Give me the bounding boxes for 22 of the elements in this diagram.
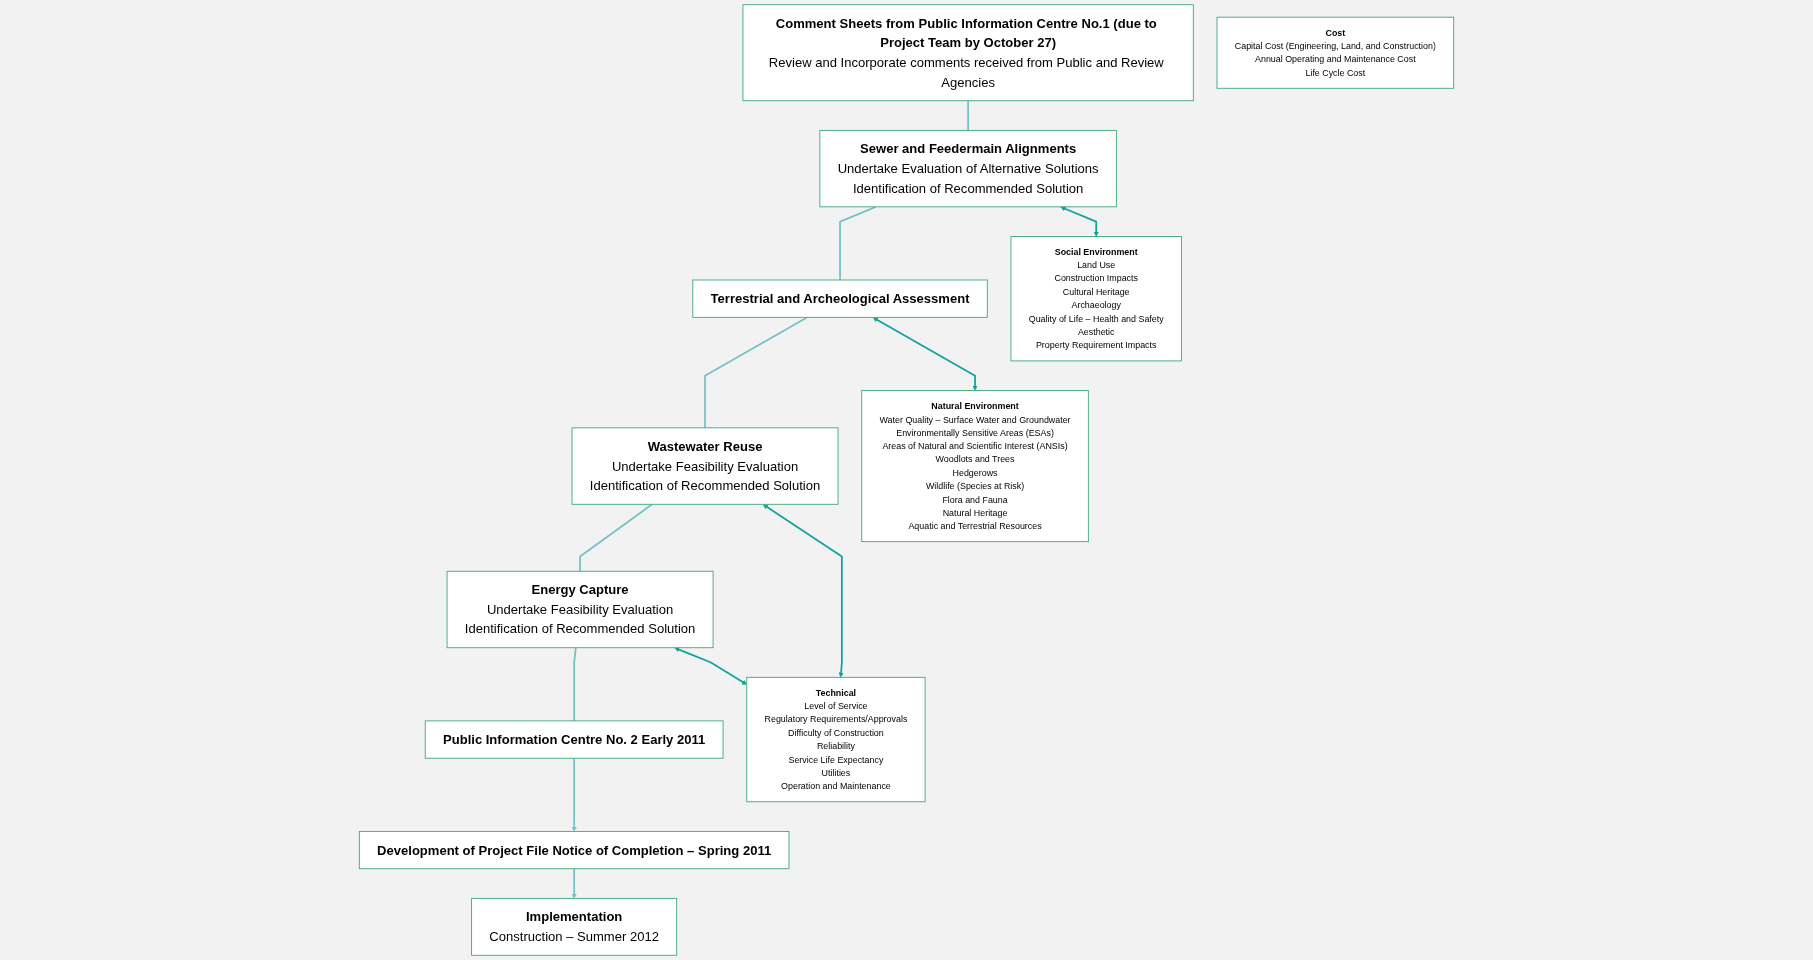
node-box: Energy Capture Undertake Feasibility Evaluation Identification of Recommended Solution	[446, 570, 714, 649]
arrow	[674, 647, 747, 685]
connector	[704, 316, 809, 429]
connector	[967, 99, 969, 132]
node-box: Comment Sheets from Public Information Centre No.1 (due to Project Team by October 27) Review and Incorporate comments received from Public and Review Agencies	[742, 4, 1194, 102]
connector	[579, 503, 654, 573]
node-box: Technical Level of Service Regulatory Requirements/Approvals Difficulty of Construction Reliability Service Life Expectancy Utilities Operation and Maintenance	[746, 676, 926, 803]
node-box: Development of Project File Notice of Completion – Spring 2011	[358, 830, 790, 870]
node-box: Natural Environment Water Quality – Surface Water and Groundwater Environmentally Sensitive Areas (ESAs) Areas of Natural and Scientific Interest (ANSIs) Woodlots and Trees Hedgerows Wildlife (Species at Risk) Flora and Fauna Natural Heritage Aquatic and Terrestrial Resources	[861, 390, 1089, 543]
node-box: Sewer and Feedermain Alignments Undertake Evaluation of Alternative Solutions Identification of Recommended Solution	[819, 129, 1117, 208]
node-box: Implementation Construction – Summer 2012	[471, 897, 678, 956]
node-box: Terrestrial and Archeological Assessment	[692, 279, 988, 318]
arrow	[762, 504, 844, 678]
node-box: Cost Capital Cost (Engineering, Land, and Construction) Annual Operating and Maintenance Cost Life Cycle Cost	[1216, 16, 1455, 89]
arrow	[872, 317, 978, 391]
arrow	[571, 867, 577, 899]
node-box: Public Information Centre No. 2 Early 2011	[424, 720, 724, 759]
node-box: Wastewater Reuse Undertake Feasibility Evaluation Identification of Recommended Solution	[571, 427, 839, 505]
arrow	[571, 757, 577, 832]
node-box: Social Environment Land Use Construction Impacts Cultural Heritage Archaeology Quality of Life – Health and Safety Aesthetic Property Requirement Impacts	[1010, 236, 1182, 362]
connector	[573, 646, 577, 722]
arrow	[1060, 206, 1099, 237]
